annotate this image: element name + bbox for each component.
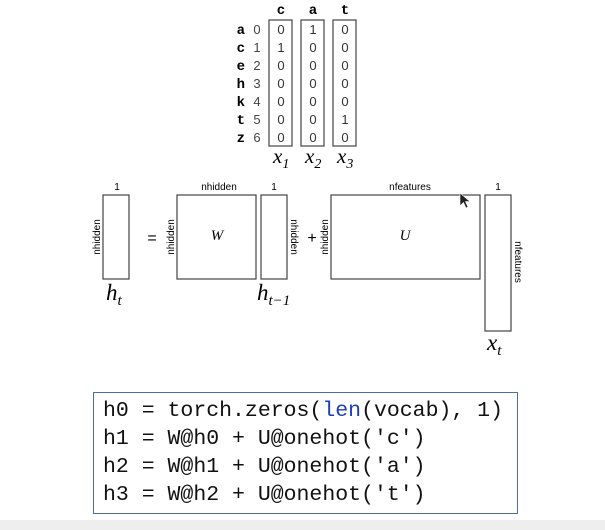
- code-line: h1 = W@h0 + U@onehot('c'): [103, 427, 426, 451]
- row-letter: h: [237, 77, 245, 93]
- onehot-cell: 0: [277, 130, 284, 145]
- onehot-cell: 0: [277, 22, 284, 37]
- ht-cols-label: 1: [114, 182, 120, 193]
- onehot-cell: 0: [341, 40, 348, 55]
- column-header-a: a: [309, 3, 318, 19]
- column-header-c: c: [277, 3, 285, 19]
- onehot-cell: 0: [277, 112, 284, 127]
- rnn-equation: 1 nhidden ht = nhidden nhidden W 1 nhidd…: [92, 182, 523, 359]
- onehot-cell: 0: [309, 130, 316, 145]
- row-indices: 0 1 2 3 4 5 6: [253, 22, 260, 145]
- ht-vector-box: [102, 194, 130, 280]
- onehot-column-box-c: [268, 19, 293, 147]
- row-index: 6: [253, 130, 260, 145]
- onehot-cell: 0: [341, 22, 348, 37]
- code-line: h2 = W@h1 + U@onehot('a'): [103, 455, 426, 479]
- U-matrix-box: [330, 194, 481, 280]
- onehot-cell: 1: [309, 22, 316, 37]
- onehot-cell: 0: [277, 94, 284, 109]
- W-matrix-box: [176, 194, 257, 280]
- mouse-cursor-icon: [459, 192, 471, 209]
- vector-label-x1: x1: [272, 144, 289, 172]
- onehot-cell: 0: [309, 40, 316, 55]
- row-letter: c: [237, 41, 245, 57]
- ht-rows-label: nhidden: [92, 219, 103, 255]
- ht-label: ht: [106, 280, 123, 309]
- onehot-cell: 0: [341, 130, 348, 145]
- code-line: h0 = torch.zeros(len(vocab), 1): [103, 399, 503, 423]
- onehot-cell: 0: [309, 94, 316, 109]
- onehot-cell: 1: [277, 40, 284, 55]
- onehot-cell: 0: [341, 58, 348, 73]
- code-block: h0 = torch.zeros(len(vocab), 1) h1 = W@h…: [93, 392, 518, 514]
- U-matrix-name: U: [400, 228, 412, 244]
- hprev-rows-label: nhidden: [288, 219, 299, 255]
- xt-label: xt: [486, 330, 502, 359]
- row-index: 3: [253, 76, 260, 91]
- W-rows-label: nhidden: [166, 219, 177, 255]
- row-letter: t: [237, 113, 245, 129]
- row-letter: z: [237, 131, 245, 147]
- code-line: h3 = W@h2 + U@onehot('t'): [103, 483, 426, 507]
- row-letter: k: [237, 95, 245, 111]
- onehot-cell: 0: [309, 112, 316, 127]
- row-letter: a: [237, 23, 246, 39]
- U-rows-label: nhidden: [320, 219, 331, 255]
- onehot-column-box-a: [300, 19, 325, 147]
- xt-vector-box: [484, 194, 512, 332]
- row-index: 2: [253, 58, 260, 73]
- onehot-cell: 0: [309, 76, 316, 91]
- hprev-label: ht−1: [257, 280, 290, 309]
- U-cols-label: nfeatures: [389, 182, 431, 193]
- onehot-cell: 0: [341, 76, 348, 91]
- row-letter: e: [237, 59, 245, 75]
- equals-sign: =: [147, 230, 156, 247]
- onehot-cell: 0: [341, 94, 348, 109]
- column-header-t: t: [341, 3, 349, 19]
- row-index: 5: [253, 112, 260, 127]
- row-index: 0: [253, 22, 260, 37]
- onehot-cell: 1: [341, 112, 348, 127]
- onehot-cell: 0: [277, 58, 284, 73]
- row-index: 4: [253, 94, 260, 109]
- vector-label-x3: x3: [336, 144, 353, 172]
- W-matrix-name: W: [211, 228, 225, 244]
- onehot-column-box-t: [332, 19, 357, 147]
- hprev-cols-label: 1: [271, 182, 277, 193]
- onehot-cell: 0: [277, 76, 284, 91]
- plus-sign: +: [307, 230, 316, 247]
- xt-cols-label: 1: [495, 182, 501, 193]
- row-index: 1: [253, 40, 260, 55]
- onehot-cell: 0: [309, 58, 316, 73]
- cell-values: 0 1 0 1 0 0 0 0 0 0 0 0 0 0 0 0 0 1 0 0 0: [277, 22, 348, 145]
- xt-rows-label: nfeatures: [512, 241, 523, 283]
- vector-label-x2: x2: [304, 144, 321, 172]
- W-cols-label: nhidden: [201, 182, 237, 193]
- bottom-strip: [0, 520, 605, 530]
- hprev-vector-box: [260, 194, 288, 280]
